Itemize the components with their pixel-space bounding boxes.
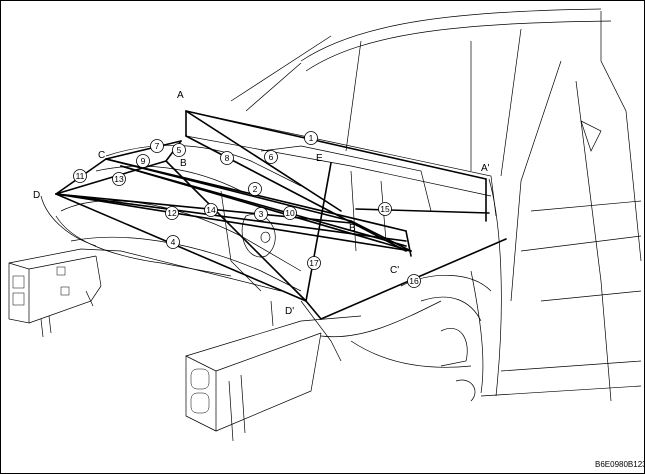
svg-text:5: 5 (177, 145, 182, 155)
dimension-line-17 (305, 162, 332, 302)
marker-2: 2 (248, 182, 262, 196)
svg-text:2: 2 (253, 184, 258, 194)
marker-13: 13 (112, 172, 126, 186)
marker-9: 9 (136, 154, 150, 168)
dimension-line-riser (405, 230, 412, 257)
marker-17: 17 (307, 256, 321, 270)
svg-text:1: 1 (309, 133, 314, 143)
dimension-line-d-c (305, 300, 322, 320)
dimension-line-7 (105, 140, 182, 160)
point-label-d: D (33, 190, 40, 201)
point-label-c-prime: C' (390, 265, 399, 276)
svg-text:7: 7 (155, 141, 160, 151)
svg-text:16: 16 (409, 276, 419, 286)
marker-3: 3 (254, 207, 268, 221)
point-label-b: B (180, 158, 187, 169)
svg-text:4: 4 (171, 237, 176, 247)
svg-text:6: 6 (269, 152, 274, 162)
svg-text:8: 8 (225, 153, 230, 163)
dimension-line-13 (55, 160, 167, 195)
point-label-b-prime: B' (349, 223, 358, 234)
svg-text:9: 9 (141, 156, 146, 166)
measurement-markers: 1 2 3 4 5 6 7 8 9 10 11 12 13 14 15 16 1… (73, 131, 421, 288)
svg-text:10: 10 (285, 208, 295, 218)
point-labels: A A' B B' C C' D D' E (33, 90, 490, 317)
point-label-c: C (98, 150, 105, 161)
marker-4: 4 (166, 235, 180, 249)
measurement-lines (55, 110, 507, 320)
dimension-line-12b (55, 193, 412, 252)
dimension-line-10 (120, 165, 407, 247)
dimension-line-14 (165, 160, 307, 302)
marker-11: 11 (73, 169, 87, 183)
marker-15: 15 (378, 202, 392, 216)
svg-text:12: 12 (167, 208, 177, 218)
marker-14: 14 (204, 203, 218, 217)
point-label-e: E (316, 153, 323, 164)
svg-text:13: 13 (114, 174, 124, 184)
vehicle-body-outline (8, 8, 642, 442)
marker-10: 10 (283, 206, 297, 220)
marker-5: 5 (172, 143, 186, 157)
marker-16: 16 (407, 274, 421, 288)
dimension-line-6 (185, 110, 342, 212)
marker-7: 7 (150, 139, 164, 153)
dimension-line-1 (185, 110, 487, 180)
point-label-a-prime: A' (481, 163, 490, 174)
svg-text:14: 14 (206, 205, 216, 215)
dimension-line-4 (55, 193, 307, 302)
svg-text:3: 3 (259, 209, 264, 219)
dimension-line-b-b (350, 220, 412, 252)
svg-text:17: 17 (309, 258, 319, 268)
dimension-line-12 (55, 193, 352, 224)
dimension-line-15b (355, 208, 490, 214)
marker-1: 1 (304, 131, 318, 145)
figure-code: B6E0980B123 (595, 460, 645, 469)
marker-6: 6 (264, 150, 278, 164)
point-label-d-prime: D' (285, 306, 294, 317)
marker-8: 8 (220, 151, 234, 165)
svg-text:15: 15 (380, 204, 390, 214)
point-label-a: A (177, 90, 184, 101)
marker-12: 12 (165, 206, 179, 220)
svg-text:11: 11 (76, 171, 85, 181)
dimension-line-d-b (55, 193, 407, 242)
dimension-line-9 (105, 158, 352, 222)
